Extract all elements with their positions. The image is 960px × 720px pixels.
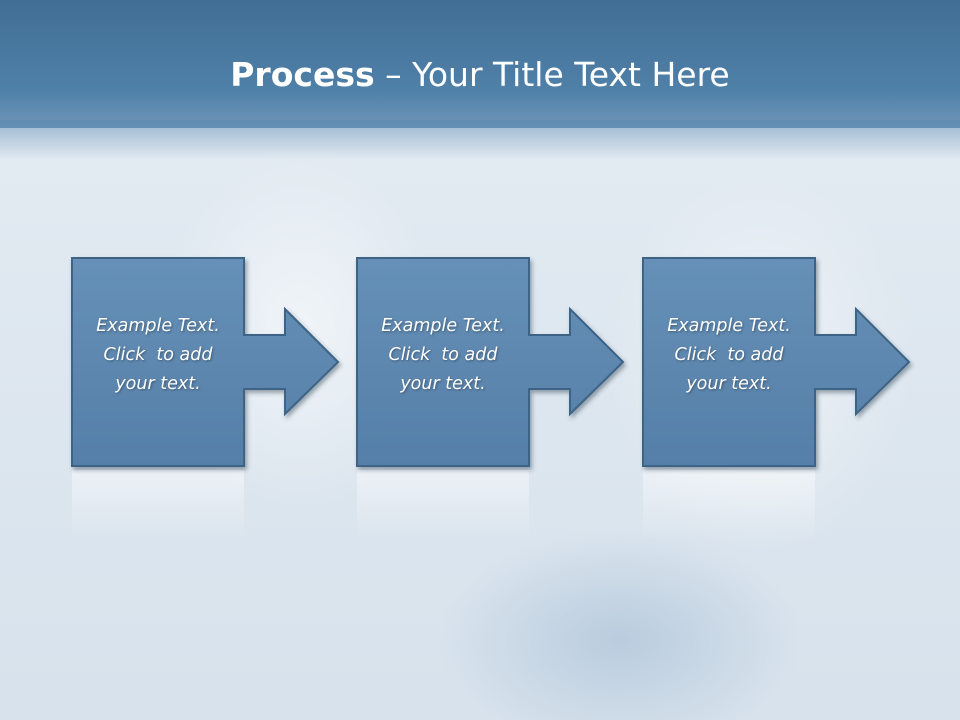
step-1-reflection xyxy=(72,470,244,540)
step-3-line-3: your text. xyxy=(686,374,772,394)
title-rest: – Your Title Text Here xyxy=(374,55,730,94)
step-3-reflection xyxy=(643,470,815,540)
step-3-line-2: Click to add xyxy=(674,345,784,365)
step-1-line-2: Click to add xyxy=(103,345,213,365)
title-bar xyxy=(0,0,960,128)
step-1-line-1: Example Text. xyxy=(96,316,220,336)
step-2-line-2: Click to add xyxy=(388,345,498,365)
title-bar-fade xyxy=(0,120,960,160)
step-1-arrow-box[interactable] xyxy=(71,257,340,467)
step-3-text[interactable]: Example Text. Click to add your text. xyxy=(643,312,815,399)
step-2-line-1: Example Text. xyxy=(381,316,505,336)
step-3-line-1: Example Text. xyxy=(667,316,791,336)
slide-title[interactable]: Process – Your Title Text Here xyxy=(0,52,960,98)
step-2-text[interactable]: Example Text. Click to add your text. xyxy=(357,312,529,399)
step-1-text[interactable]: Example Text. Click to add your text. xyxy=(72,312,244,399)
step-1-line-3: your text. xyxy=(115,374,201,394)
step-2-reflection xyxy=(357,470,529,540)
step-2-arrow-box[interactable] xyxy=(356,257,625,467)
step-3-arrow-box[interactable] xyxy=(642,257,911,467)
step-2-line-3: your text. xyxy=(400,374,486,394)
title-bold: Process xyxy=(230,55,375,94)
